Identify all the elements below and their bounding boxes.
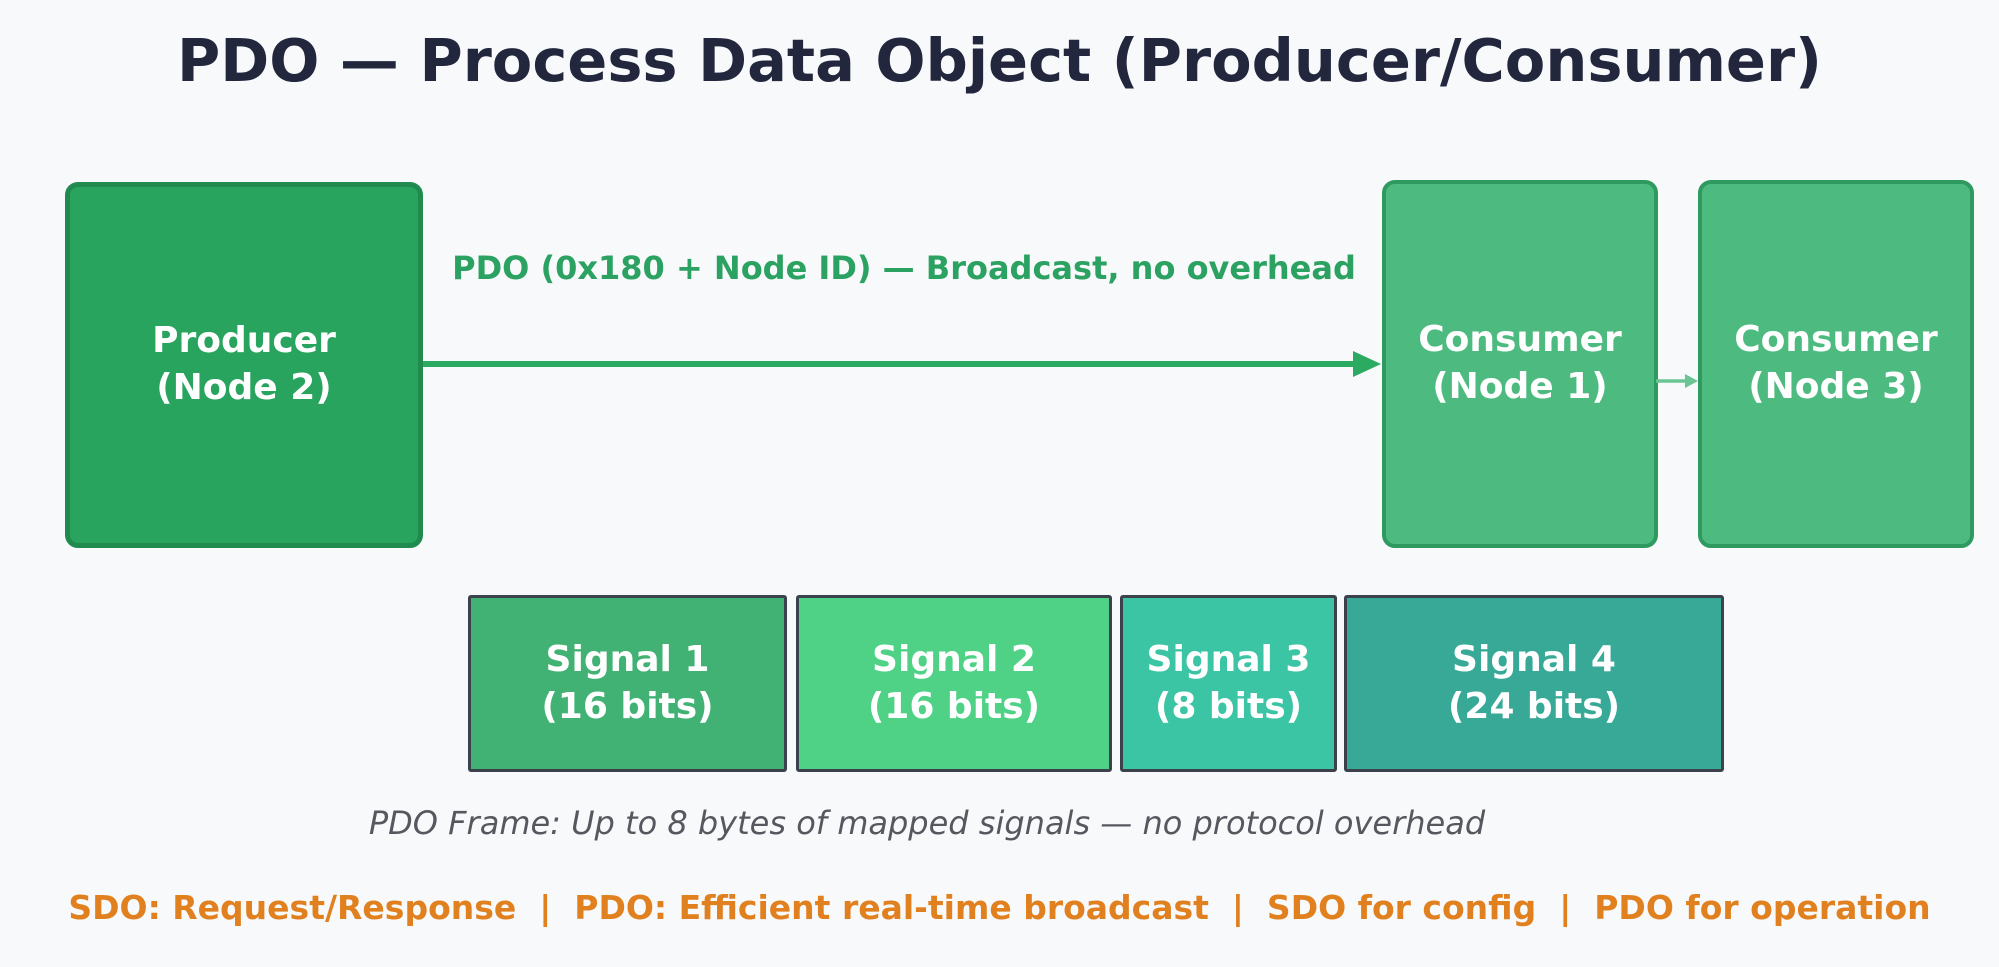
broadcast-arrow-label: PDO (0x180 + Node ID) — Broadcast, no ov… xyxy=(452,249,1356,287)
signal-4-name: Signal 4 xyxy=(1452,638,1616,680)
consumer1-node-box: Consumer (Node 1) xyxy=(1382,180,1658,548)
consumer2-node-id: (Node 3) xyxy=(1748,366,1924,407)
signal-block-4: Signal 4 (24 bits) xyxy=(1344,595,1724,772)
signal-4-bits: (24 bits) xyxy=(1447,685,1621,727)
producer-node-label: Producer xyxy=(152,320,336,362)
summary-footer: SDO: Request/Response | PDO: Efficient r… xyxy=(68,888,1931,927)
signal-2-name: Signal 2 xyxy=(872,638,1036,680)
consumer2-node-box: Consumer (Node 3) xyxy=(1698,180,1974,548)
signal-block-3: Signal 3 (8 bits) xyxy=(1120,595,1337,772)
consumer2-node-label: Consumer xyxy=(1734,319,1938,361)
signal-block-2: Signal 2 (16 bits) xyxy=(796,595,1112,772)
broadcast-arrow-icon xyxy=(423,351,1381,377)
producer-node-id: (Node 2) xyxy=(156,367,332,408)
producer-node-box: Producer (Node 2) xyxy=(65,182,423,548)
consumer1-node-label: Consumer xyxy=(1418,319,1622,361)
signal-1-name: Signal 1 xyxy=(545,638,710,680)
page-title: PDO — Process Data Object (Producer/Cons… xyxy=(177,26,1822,95)
signal-3-name: Signal 3 xyxy=(1146,638,1311,680)
signal-3-bits: (8 bits) xyxy=(1154,685,1303,727)
relay-arrow-icon xyxy=(1656,374,1698,388)
signal-1-bits: (16 bits) xyxy=(541,685,714,727)
signal-2-bits: (16 bits) xyxy=(867,685,1041,727)
signal-block-1: Signal 1 (16 bits) xyxy=(468,595,787,772)
consumer1-node-id: (Node 1) xyxy=(1432,366,1608,407)
pdo-frame-caption: PDO Frame: Up to 8 bytes of mapped signa… xyxy=(368,804,1486,842)
